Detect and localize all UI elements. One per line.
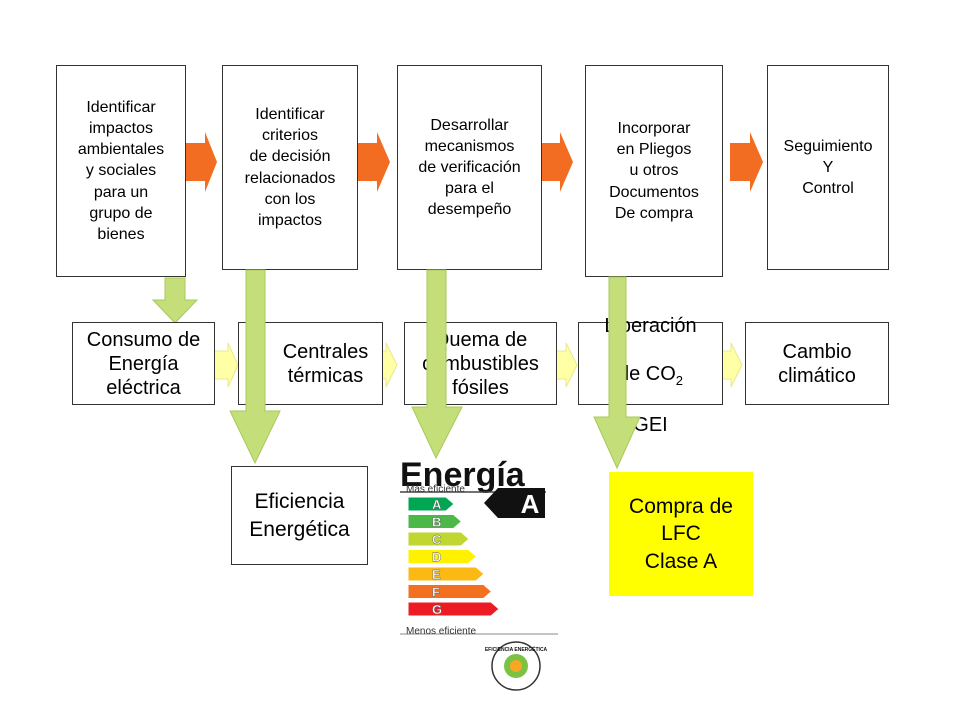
step-identify-criteria: Identificar criterios de decisión relaci… bbox=[222, 65, 358, 270]
seal-text: EFICIENCIA ENERGÉTICA bbox=[485, 645, 548, 653]
energy-class-letter-a: A bbox=[432, 497, 442, 512]
green-arrow-1 bbox=[151, 277, 199, 324]
energy-label-title: Energía bbox=[400, 456, 526, 494]
impact-fuel-burning: Quema de combustibles fósiles bbox=[404, 322, 557, 405]
energy-class-letter-g: G bbox=[432, 602, 442, 617]
energy-class-bar-d bbox=[407, 549, 478, 564]
step-identify-impacts-label: Identificar impactos ambientales y socia… bbox=[77, 99, 165, 243]
orange-arrow-3 bbox=[542, 132, 573, 192]
co2-line2: de CO2 bbox=[617, 363, 684, 389]
seal-core bbox=[510, 660, 522, 672]
outcome-purchase: Compra de LFC Clase A bbox=[609, 472, 753, 596]
step-monitoring-label: Seguimiento Y Control bbox=[783, 137, 873, 198]
impact-consumption-label: Consumo de Energía eléctrica bbox=[86, 328, 201, 399]
step-identify-impacts: Identificar impactos ambientales y socia… bbox=[56, 65, 186, 277]
impact-climate-change: Cambio climático bbox=[745, 322, 889, 405]
energy-class-letter-f: F bbox=[432, 585, 440, 600]
energy-class-letter-e: E bbox=[432, 567, 441, 582]
step-incorporate: Incorporar en Pliegos u otros Documentos… bbox=[585, 65, 723, 277]
energy-label-bottom-caption: Menos eficiente bbox=[406, 626, 476, 637]
energy-class-bar-f bbox=[407, 584, 493, 599]
orange-arrow-2 bbox=[358, 132, 390, 192]
step-verification: Desarrollar mecanismos de verificación p… bbox=[397, 65, 542, 270]
impact-power-plants-label: Centrales térmicas bbox=[282, 340, 369, 387]
step-identify-criteria-label: Identificar criterios de decisión relaci… bbox=[244, 106, 336, 229]
impact-co2-release: Liberación de CO2 GEI bbox=[578, 315, 723, 436]
orange-arrow-4 bbox=[730, 132, 763, 192]
co2-line1: Liberación bbox=[604, 315, 697, 338]
energy-class-letter-d: D bbox=[432, 550, 441, 565]
step-monitoring: Seguimiento Y Control bbox=[767, 65, 889, 270]
energy-label-top-caption: Más eficiente bbox=[406, 484, 465, 495]
impact-fuel-burning-label: Quema de combustibles fósiles bbox=[422, 328, 539, 399]
efficiency-seal: EFICIENCIA ENERGÉTICA bbox=[485, 641, 548, 691]
outcome-purchase-label: Compra de LFC Clase A bbox=[629, 495, 733, 573]
step-verification-label: Desarrollar mecanismos de verificación p… bbox=[418, 116, 521, 219]
energy-class-bar-c bbox=[407, 531, 470, 547]
step-incorporate-label: Incorporar en Pliegos u otros Documentos… bbox=[609, 120, 699, 222]
impact-climate-change-label: Cambio climático bbox=[778, 340, 856, 387]
co2-line3: GEI bbox=[633, 413, 668, 436]
energy-rating-letter: A bbox=[521, 489, 540, 519]
energy-class-letter-c: C bbox=[432, 532, 442, 547]
outcome-efficiency: Eficiencia Energética bbox=[231, 466, 368, 565]
outcome-efficiency-label: Eficiencia Energética bbox=[249, 490, 350, 541]
impact-consumption: Consumo de Energía eléctrica bbox=[72, 322, 215, 405]
energy-class-bar-a bbox=[407, 496, 455, 512]
energy-class-letter-b: B bbox=[432, 515, 441, 530]
energy-class-bar-b bbox=[407, 514, 463, 529]
energy-class-bar-g bbox=[407, 601, 500, 617]
energy-class-bar-e bbox=[407, 566, 485, 582]
impact-co2-release-label: Liberación de CO2 GEI bbox=[604, 290, 696, 437]
energy-rating-pointer-body bbox=[484, 488, 545, 518]
impact-power-plants: Centrales térmicas bbox=[238, 322, 383, 405]
orange-arrow-1 bbox=[186, 132, 217, 192]
